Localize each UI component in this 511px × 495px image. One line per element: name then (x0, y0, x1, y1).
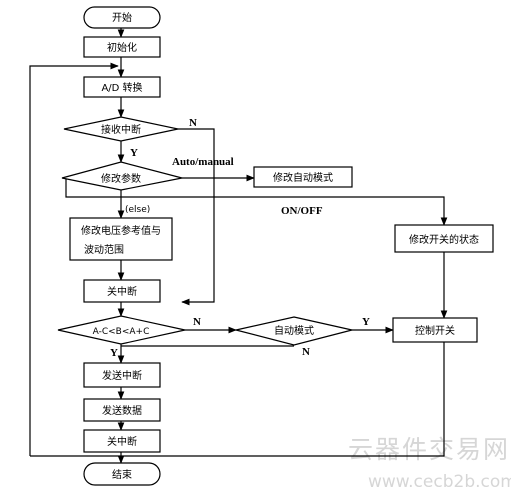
watermark-text: 云器件交易网 (348, 435, 510, 464)
node-auto-mode: 自动模式 (235, 316, 353, 346)
node-send-int: 发送中断 (83, 362, 161, 388)
node-modify-param: 修改参数 (61, 161, 183, 191)
node-send-data: 发送数据 (83, 398, 161, 422)
label-auto-manual: Auto/manual (172, 156, 234, 168)
node-recv-int: 接收中断 (63, 116, 179, 142)
node-modify-switch-state-label: 修改开关的状态 (409, 233, 479, 246)
node-send-int-label: 发送中断 (102, 369, 142, 382)
node-init: 初始化 (83, 36, 161, 58)
connectors (29, 28, 448, 464)
label-auto-yes: Y (362, 316, 370, 328)
node-control-switch: 控制开关 (392, 317, 478, 343)
node-close-int-2-label: 关中断 (107, 435, 137, 448)
node-modify-voltage-line1: 修改电压参考值与 (81, 224, 161, 237)
edge-recv-no (178, 128, 215, 306)
node-modify-voltage-line2: 波动范围 (84, 243, 124, 256)
node-recv-int-label: 接收中断 (101, 123, 141, 136)
node-modify-voltage: 修改电压参考值与 波动范围 (69, 217, 173, 261)
watermark-url: www.cecb2b.com (368, 472, 511, 492)
node-control-switch-label: 控制开关 (415, 324, 455, 337)
node-close-int-1: 关中断 (83, 279, 161, 303)
edge-labels: N Y Auto/manual (else) ON/OFF N Y N Y (110, 117, 370, 359)
node-send-data-label: 发送数据 (102, 404, 142, 417)
node-end: 结束 (83, 462, 161, 486)
node-modify-switch-state: 修改开关的状态 (394, 224, 494, 253)
node-adc-label: A/D 转换 (101, 81, 142, 94)
label-on-off: ON/OFF (281, 205, 323, 217)
node-adc: A/D 转换 (83, 76, 161, 98)
node-close-int-2: 关中断 (83, 429, 161, 453)
node-compare-label: A-C<B<A+C (93, 327, 150, 337)
node-modify-auto-mode: 修改自动模式 (253, 166, 353, 188)
edge-control-return (30, 342, 445, 457)
node-auto-mode-label: 自动模式 (274, 324, 314, 337)
label-recv-yes: Y (130, 147, 138, 159)
node-start-label: 开始 (112, 11, 132, 24)
node-modify-param-label: 修改参数 (101, 172, 141, 185)
node-close-int-1-label: 关中断 (107, 285, 137, 298)
node-modify-auto-mode-label: 修改自动模式 (273, 171, 333, 184)
watermark: 云器件交易网 www.cecb2b.com (348, 435, 511, 492)
node-init-label: 初始化 (107, 41, 137, 54)
node-start: 开始 (83, 6, 161, 29)
label-recv-no: N (189, 117, 197, 129)
label-auto-no: N (302, 346, 310, 358)
edge-loop-back (29, 62, 119, 456)
edge-on-off (65, 178, 448, 226)
label-compare-no: N (193, 316, 201, 328)
label-else: (else) (125, 205, 150, 215)
node-compare: A-C<B<A+C (57, 315, 186, 345)
label-compare-yes: Y (110, 347, 118, 359)
node-end-label: 结束 (112, 468, 132, 481)
